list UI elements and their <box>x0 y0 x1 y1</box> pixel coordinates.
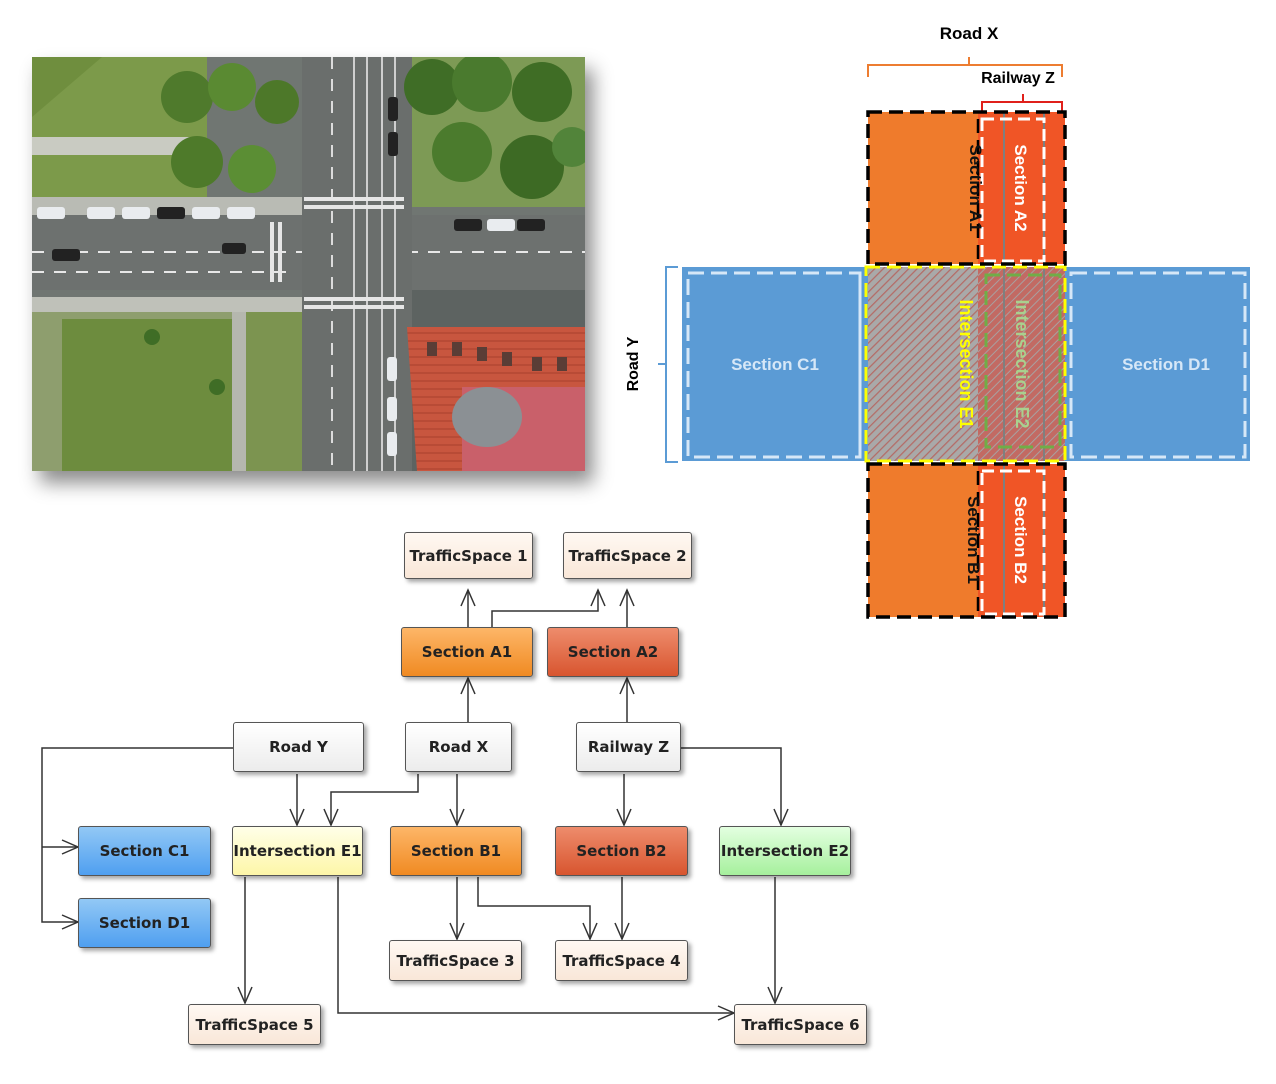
section-layout-sketch: Road X Railway Z Road Y <box>610 15 1270 625</box>
node-section-a2: Section A2 <box>547 627 679 677</box>
railway-z-bracket <box>981 94 1063 112</box>
intersection-e2-area <box>978 267 1065 461</box>
node-section-c1: Section C1 <box>78 826 211 876</box>
section-a1-area <box>868 112 978 264</box>
intersection-e2-label: Intersection E2 <box>1012 299 1032 428</box>
section-b1-label: Section B1 <box>964 496 983 584</box>
node-trafficspace-2: TrafficSpace 2 <box>563 532 692 579</box>
road-y-bracket <box>658 266 678 463</box>
node-intersection-e1: Intersection E1 <box>232 826 363 876</box>
hierarchy-edges <box>41 588 789 1021</box>
node-road-y: Road Y <box>233 722 364 772</box>
section-b2-label: Section B2 <box>1011 496 1030 584</box>
node-trafficspace-6: TrafficSpace 6 <box>734 1004 867 1045</box>
section-b1-area <box>868 464 978 617</box>
edge-railwayz-e2 <box>681 747 782 825</box>
intersection-e1-area <box>868 267 978 461</box>
road-y-label: Road Y <box>625 336 642 391</box>
node-intersection-e2: Intersection E2 <box>719 826 851 876</box>
intersection-e1-label: Intersection E1 <box>956 299 976 428</box>
node-section-d1: Section D1 <box>78 898 211 948</box>
section-c1-label: Section C1 <box>731 355 819 374</box>
edge-a1-ts2 <box>491 590 599 627</box>
section-a2-label: Section A2 <box>1011 144 1030 231</box>
node-section-b1: Section B1 <box>390 826 522 876</box>
section-d1-label: Section D1 <box>1122 355 1210 374</box>
railway-z-label: Railway Z <box>981 70 1055 87</box>
edge-e1-ts6 <box>337 877 734 1014</box>
section-a1-label: Section A1 <box>966 144 985 231</box>
node-trafficspace-5: TrafficSpace 5 <box>188 1004 321 1045</box>
edge-roady-d1 <box>41 747 233 923</box>
aerial-photo <box>32 57 585 471</box>
edge-roadx-e1 <box>330 774 419 825</box>
edge-b1-ts4 <box>477 877 591 939</box>
road-x-bracket <box>867 57 1063 77</box>
node-trafficspace-1: TrafficSpace 1 <box>404 532 533 579</box>
hierarchy-diagram: TrafficSpace 1 TrafficSpace 2 Section A1… <box>0 520 900 1080</box>
section-b2-area <box>978 464 1065 617</box>
node-road-x: Road X <box>405 722 512 772</box>
node-trafficspace-4: TrafficSpace 4 <box>555 940 688 981</box>
section-c1-area <box>682 267 868 461</box>
sketch-canvas: Road X Railway Z Road Y <box>625 24 1250 619</box>
node-section-b2: Section B2 <box>555 826 688 876</box>
node-railway-z: Railway Z <box>576 722 681 772</box>
road-x-label: Road X <box>940 24 999 43</box>
aerial-photo-image <box>32 57 585 471</box>
section-a2-area <box>978 112 1065 264</box>
node-trafficspace-3: TrafficSpace 3 <box>389 940 522 981</box>
section-d1-area <box>1065 267 1250 461</box>
node-section-a1: Section A1 <box>401 627 533 677</box>
